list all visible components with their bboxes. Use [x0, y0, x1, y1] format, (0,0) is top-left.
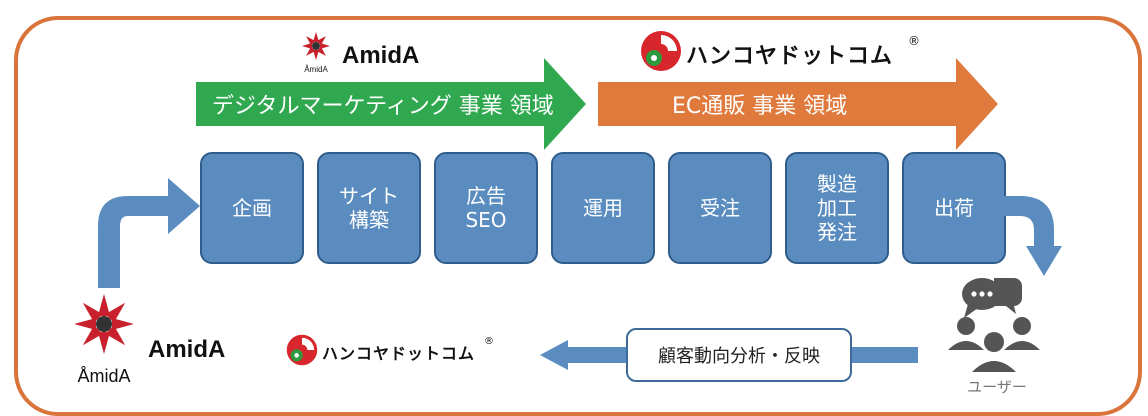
amida-emblem-icon: ÅmidA	[302, 32, 330, 74]
amida-logo-top: ÅmidA AmidA	[296, 30, 456, 80]
amida-emblem-caption: ÅmidA	[304, 65, 328, 74]
hankoya-wordmark-top: ハンコヤドットコム	[686, 44, 894, 69]
registered-mark-top: ®	[908, 34, 920, 48]
step-order-receipt: 受注	[668, 152, 772, 264]
step-site-building: サイト 構築	[317, 152, 421, 264]
amida-emblem-large-caption: ÅmidA	[77, 366, 130, 386]
hankoya-emblem-icon	[641, 31, 681, 71]
users-label: ユーザー	[967, 378, 1027, 396]
left-curved-arrow	[98, 178, 200, 288]
hankoya-wordmark-bottom: ハンコヤドットコム	[322, 344, 476, 363]
hankoya-logo-bottom: ハンコヤドットコム ®	[286, 334, 516, 368]
ec-sales-banner-arrow	[598, 58, 998, 150]
step-manufacturing: 製造 加工 発注	[785, 152, 889, 264]
amida-wordmark-top: AmidA	[342, 42, 420, 69]
customer-analysis-box: 顧客動向分析・反映	[626, 328, 852, 382]
hankoya-emblem-small-icon	[286, 334, 318, 366]
digital-marketing-banner-arrow	[196, 58, 586, 150]
hankoya-logo-top: ハンコヤドットコム ®	[640, 30, 940, 74]
digital-marketing-banner-label: デジタルマーケティング 事業 領域	[212, 94, 554, 119]
step-shipping: 出荷	[902, 152, 1006, 264]
users-group-icon	[948, 317, 1040, 372]
ec-sales-banner-label: EC通販 事業 領域	[672, 94, 848, 119]
registered-mark-bottom: ®	[484, 336, 494, 347]
step-planning: 企画	[200, 152, 304, 264]
amida-wordmark-bottom: AmidA	[148, 336, 226, 363]
step-operation: 運用	[551, 152, 655, 264]
step-ads-seo: 広告 SEO	[434, 152, 538, 264]
chat-bubbles-icon	[962, 278, 1022, 318]
amida-emblem-large-icon: ÅmidA	[74, 294, 134, 386]
amida-logo-bottom: ÅmidA AmidA	[64, 290, 244, 390]
right-curved-arrow	[1004, 196, 1062, 276]
